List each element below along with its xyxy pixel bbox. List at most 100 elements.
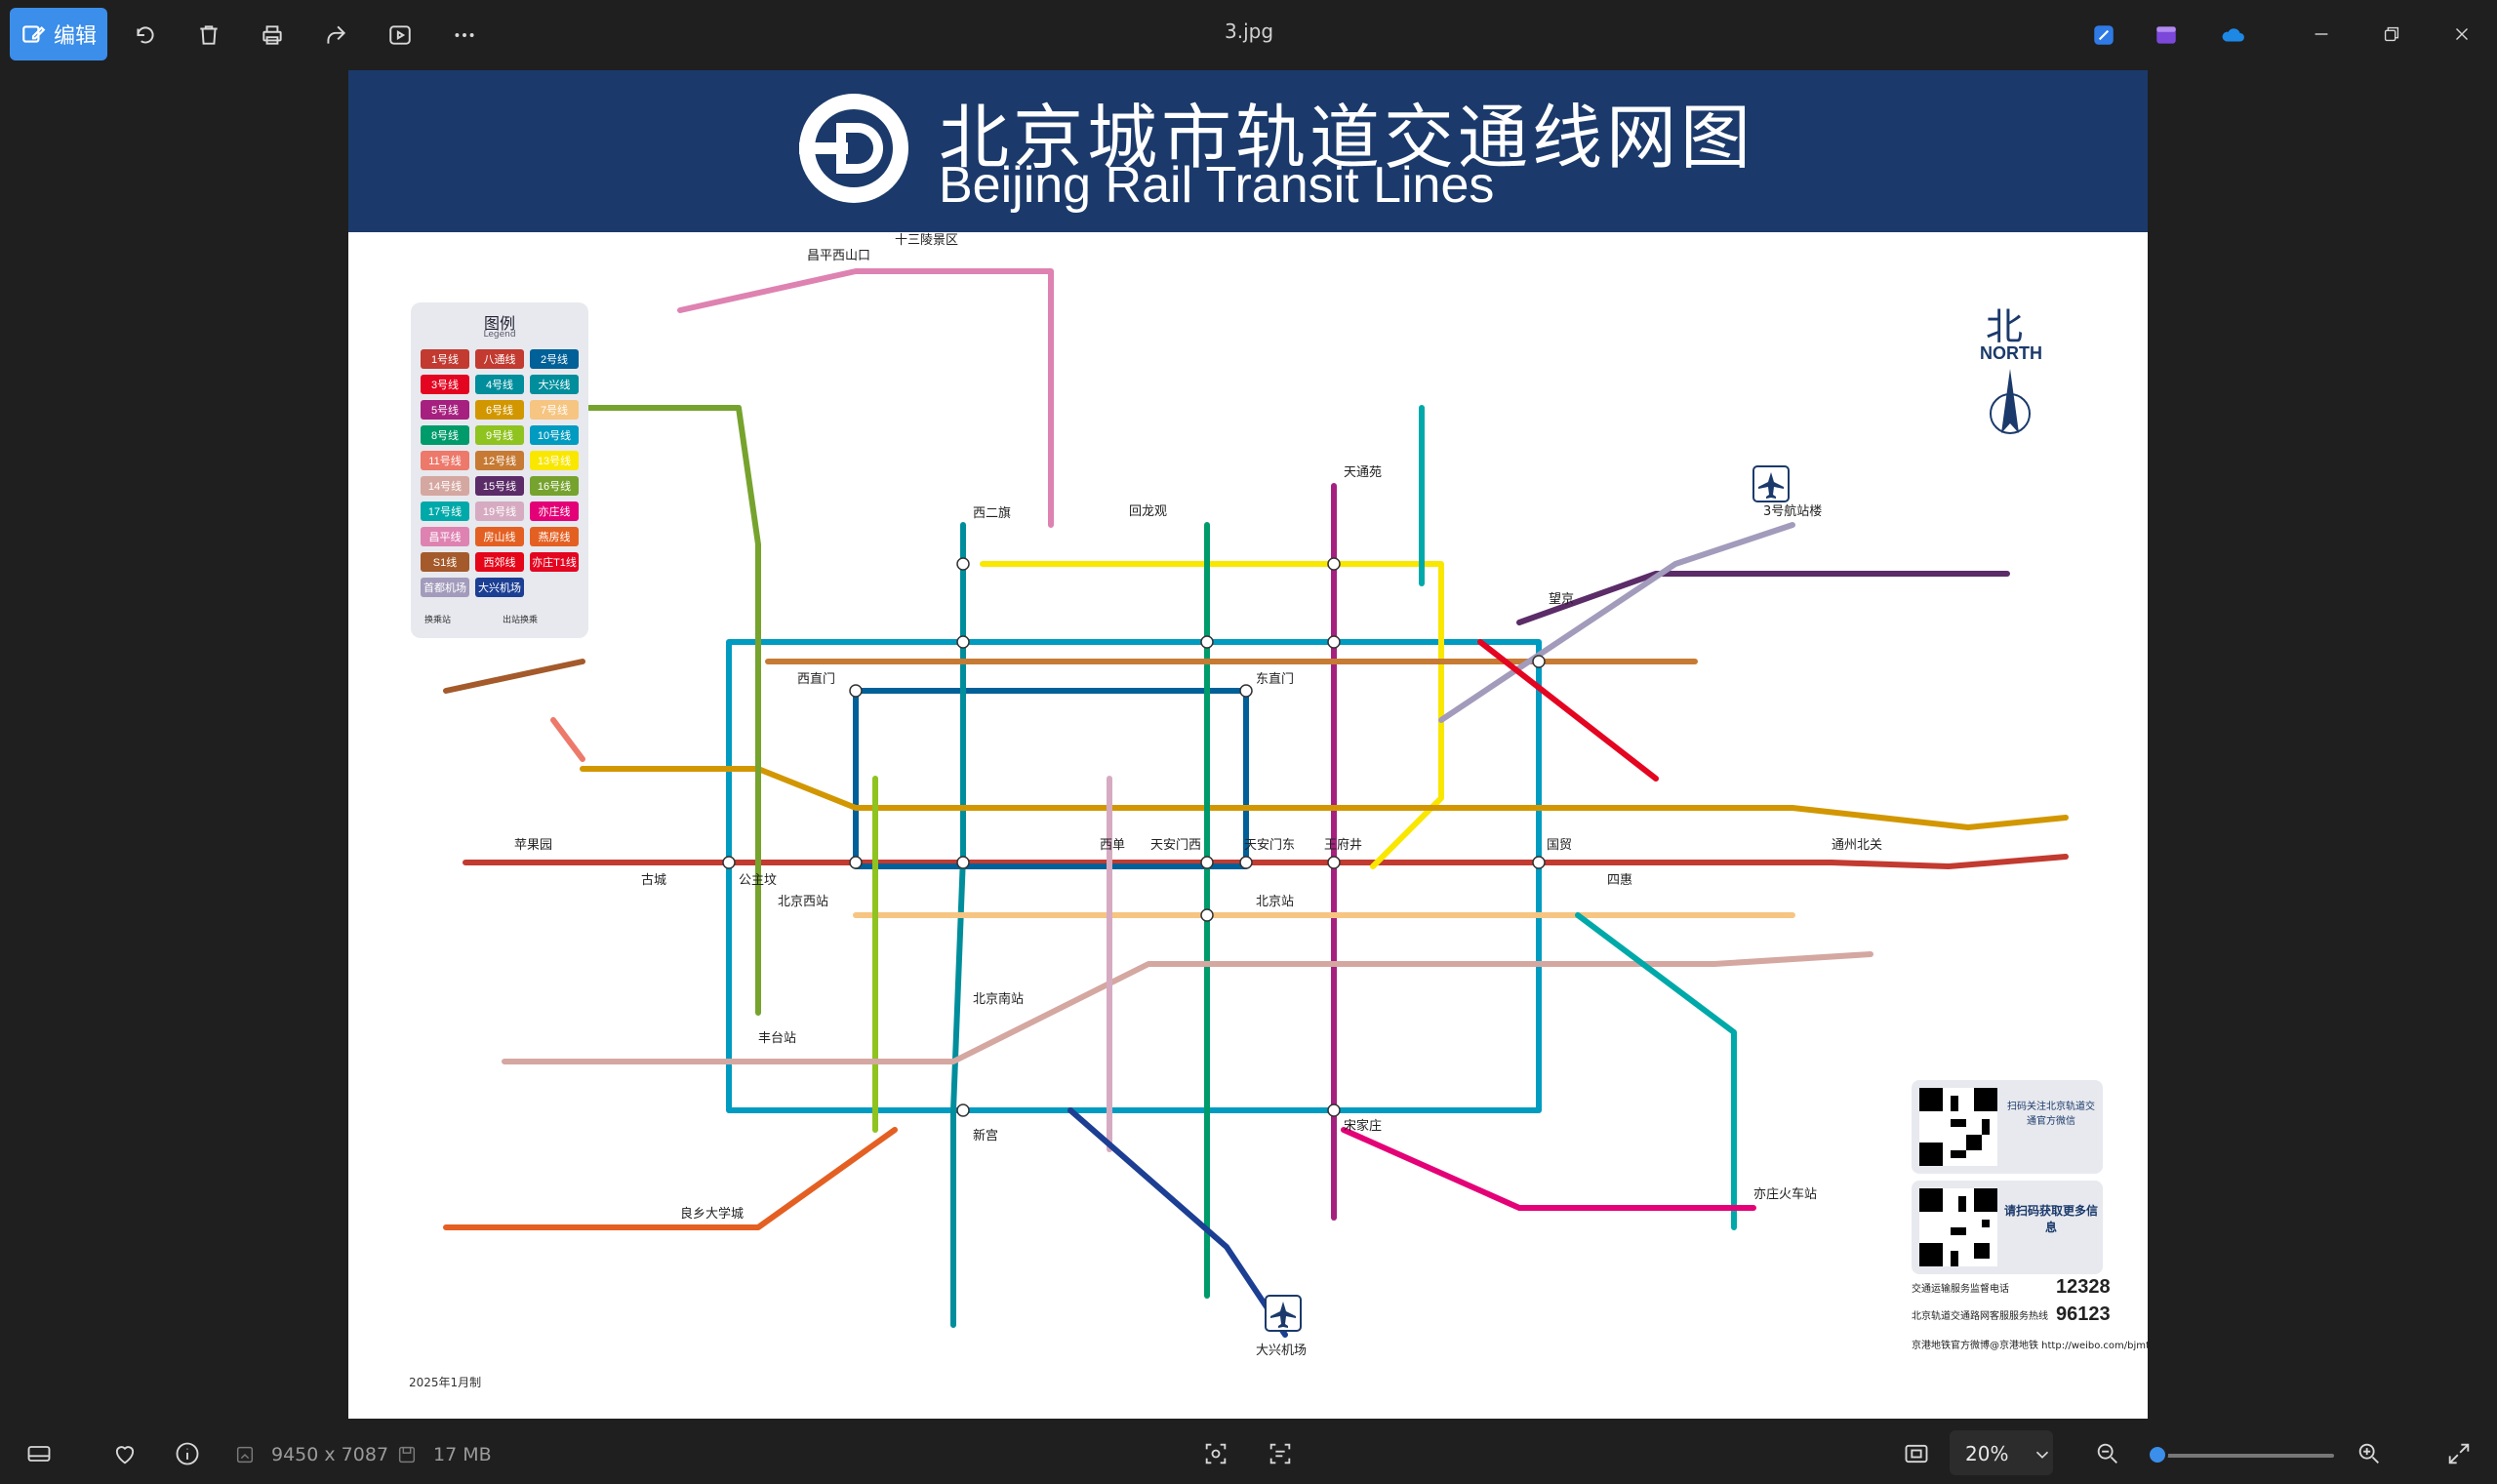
clipchamp-icon: [2156, 26, 2176, 44]
station-marker: [1239, 856, 1253, 869]
restore-icon: [2384, 26, 2399, 42]
image-canvas[interactable]: 北京城市轨道交通线网图 Beijing Rail Transit Lines: [348, 70, 2148, 1419]
station-marker: [1532, 655, 1546, 668]
zoom-value: 20%: [1965, 1442, 2009, 1465]
legend-line-chip: 5号线: [421, 400, 469, 420]
station-label: 西二旗: [973, 505, 1011, 521]
more-button[interactable]: [443, 14, 486, 57]
line-fangshan: [443, 1127, 898, 1230]
legend-transfer: 换乘站: [424, 616, 452, 625]
legend-line-chip: 昌平线: [421, 527, 469, 546]
fit-to-window-button[interactable]: [1903, 1440, 1930, 1467]
map-title-en: Beijing Rail Transit Lines: [939, 157, 1495, 214]
station-label: 王府井: [1324, 838, 1362, 853]
station-marker: [1327, 557, 1341, 571]
legend-line-chip: 首都机场: [421, 578, 469, 597]
legend-line-chip: 19号线: [475, 501, 524, 521]
airplane-icon: [1265, 1295, 1302, 1332]
issue-date: 2025年1月制: [409, 1376, 482, 1389]
legend-line-chip: S1线: [421, 552, 469, 572]
share-button[interactable]: [314, 14, 357, 57]
slideshow-icon: [389, 25, 411, 45]
close-icon: [2456, 28, 2468, 40]
designer-icon: [2094, 25, 2114, 45]
designer-button[interactable]: [2082, 14, 2125, 57]
legend-line-chip: 17号线: [421, 501, 469, 521]
qr1-text: 扫码关注北京轨道交通官方微信: [2007, 1102, 2095, 1127]
hotline2-label: 北京轨道交通路网客服服务热线: [1912, 1311, 2048, 1322]
zoom-out-button[interactable]: [2094, 1440, 2121, 1467]
map-header: 北京城市轨道交通线网图 Beijing Rail Transit Lines: [348, 70, 2148, 232]
text-scan-button[interactable]: [1267, 1440, 1294, 1467]
legend-line-chip: 13号线: [530, 451, 579, 470]
hotline1-label: 交通运输服务监督电话: [1912, 1284, 2009, 1295]
line-17-south: [1575, 912, 1737, 1230]
line-16: [580, 405, 761, 1016]
legend-line-chip: 15号线: [475, 476, 524, 496]
qr-code-icon: [1919, 1188, 1997, 1266]
legend-line-chip: 大兴线: [530, 375, 579, 394]
rotate-button[interactable]: [124, 14, 167, 57]
line-yizhuang: [1341, 1127, 1756, 1211]
delete-button[interactable]: [187, 14, 230, 57]
legend-title: 图例: [483, 314, 515, 333]
legend-subtitle: Legend: [483, 330, 516, 340]
station-label: 四惠: [1607, 873, 1632, 888]
close-button[interactable]: [2436, 12, 2488, 57]
legend-line-chip: 燕房线: [530, 527, 579, 546]
dimensions-icon: [234, 1444, 256, 1465]
line-15: [1516, 571, 2010, 625]
text-scan-icon: [1269, 1443, 1291, 1464]
legend-line-chip: 14号线: [421, 476, 469, 496]
rail-map: 天安门西 天安门东 西单 王府井 国贸 四惠 公主坟 苹果园 回龙观 西二旗 天…: [443, 233, 2069, 1358]
station-label: 北京站: [1256, 895, 1294, 909]
north-label-cn: 北: [1986, 305, 2024, 348]
station-label: 十三陵景区: [895, 233, 958, 248]
line-s1: [443, 659, 585, 694]
info-button[interactable]: [174, 1440, 201, 1467]
station-marker: [1200, 908, 1214, 922]
visual-search-icon: [1205, 1443, 1227, 1464]
minimize-button[interactable]: [2295, 12, 2348, 57]
visual-search-button[interactable]: [1202, 1440, 1229, 1467]
favorite-button[interactable]: [111, 1440, 139, 1467]
station-marker: [956, 557, 970, 571]
station-label: 良乡大学城: [680, 1206, 744, 1222]
zoom-in-button[interactable]: [2356, 1440, 2383, 1467]
station-label: 北京西站: [778, 895, 828, 909]
legend-line-chip: 八通线: [475, 349, 524, 369]
zoom-slider-thumb[interactable]: [2147, 1444, 2168, 1465]
print-button[interactable]: [251, 14, 294, 57]
fullscreen-button[interactable]: [2445, 1440, 2473, 1467]
line-changping: [677, 268, 1054, 528]
line-4: [950, 522, 966, 1328]
station-label: 公主坟: [739, 873, 777, 888]
station-label: 苹果园: [514, 838, 552, 853]
station-label: 国贸: [1547, 838, 1572, 853]
onedrive-button[interactable]: [2211, 14, 2254, 57]
restore-button[interactable]: [2365, 12, 2418, 57]
north-label-en: NORTH: [1980, 343, 2042, 363]
zoom-slider-track[interactable]: [2155, 1454, 2334, 1458]
rotate-icon: [137, 26, 154, 44]
filesize-icon: [396, 1444, 418, 1465]
airplane-icon: [1752, 465, 1790, 502]
station-marker: [956, 856, 970, 869]
line-1: [463, 854, 2069, 869]
station-marker: [1327, 635, 1341, 649]
legend-line-chip: 6号线: [475, 400, 524, 420]
edit-button[interactable]: 编辑: [10, 8, 107, 60]
slideshow-button[interactable]: [379, 14, 422, 57]
station-marker: [1327, 856, 1341, 869]
clipchamp-button[interactable]: [2145, 14, 2188, 57]
legend-out-of-station: 出站换乘: [503, 616, 539, 625]
more-icon: [455, 33, 474, 37]
delete-icon: [200, 25, 218, 45]
zoom-dropdown[interactable]: [1950, 1430, 2053, 1475]
filmstrip-button[interactable]: [25, 1440, 53, 1467]
station-label: 通州北关: [1832, 838, 1882, 853]
heart-icon: [115, 1446, 135, 1464]
chevron-down-icon: [2035, 1451, 2049, 1459]
station-label: 新宫: [973, 1128, 998, 1143]
